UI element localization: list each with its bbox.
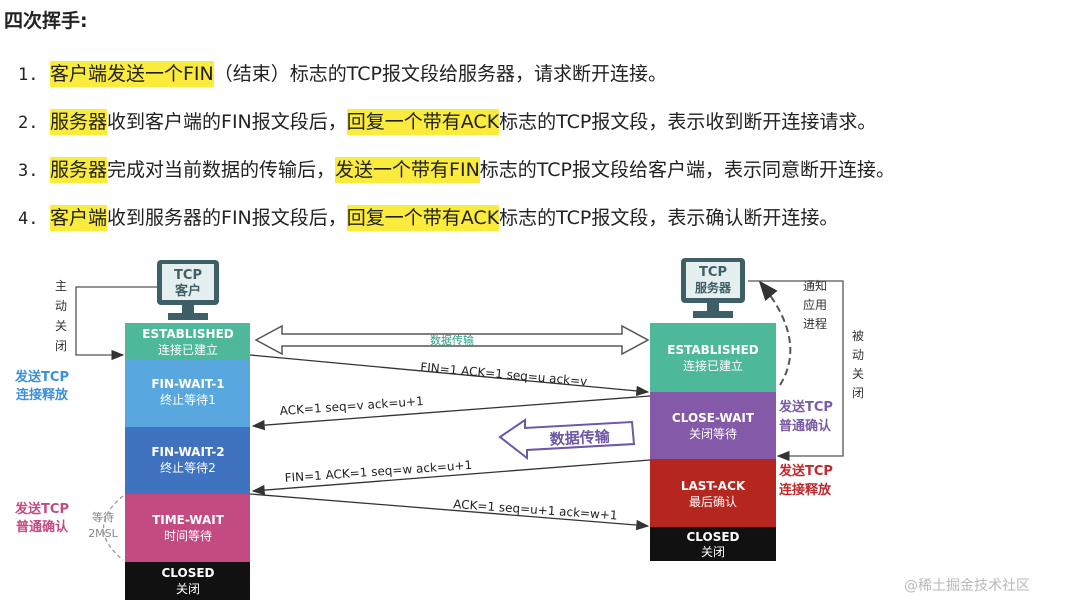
client-state-fin-wait-1-label: FIN-WAIT-1 xyxy=(151,377,224,391)
passive-close-char-3: 关 xyxy=(852,367,864,381)
client-state-closed-sub: 关闭 xyxy=(176,582,200,596)
data-transfer-mid-label: 数据传输 xyxy=(549,427,611,448)
client-state-fin-wait-1 xyxy=(125,360,250,427)
client-state-fin-wait-1-sub: 终止等待1 xyxy=(160,392,216,407)
data-transfer-left-arrow: 数据传输 xyxy=(498,418,636,461)
server-state-closed-label: CLOSED xyxy=(686,530,739,544)
client-monitor-label-1: TCP xyxy=(174,268,202,283)
highlighted-text: 发送一个带有FIN xyxy=(335,157,480,183)
step-number: 4. xyxy=(18,209,39,229)
watermark: @稀土掘金技术社区 xyxy=(904,578,1030,594)
message-arrows xyxy=(249,354,651,531)
client-state-time-wait-sub: 时间等待 xyxy=(164,529,212,543)
steps-list: 1. 客户端发送一个FIN（结束）标志的TCP报文段给服务器，请求断开连接。 2. 服… xyxy=(18,56,895,248)
server-monitor-label-1: TCP xyxy=(699,265,727,280)
step-number: 3. xyxy=(18,161,39,181)
server-state-close-wait xyxy=(650,392,776,459)
client-state-established-label: ESTABLISHED xyxy=(142,327,234,341)
message-4-label: ACK=1 seq=u+1 ack=w+1 xyxy=(453,497,618,522)
right-send-tcp-ack-2: 普通确认 xyxy=(779,418,832,434)
notify-app-line-3: 进程 xyxy=(803,316,827,331)
active-close-char-3: 关 xyxy=(55,319,67,333)
active-close-char-1: 主 xyxy=(55,279,67,293)
fin-1-arrow xyxy=(249,354,650,397)
step-number: 2. xyxy=(18,113,39,133)
page-heading: 四次挥手: xyxy=(4,10,88,32)
right-send-tcp-ack-1: 发送TCP xyxy=(778,399,833,415)
server-states-column: ESTABLISHED 连接已建立 CLOSE-WAIT 关闭等待 LAST-A… xyxy=(650,323,776,561)
highlighted-text: 客户端 xyxy=(50,205,108,231)
data-transfer-top-label: 数据传输 xyxy=(430,333,474,347)
server-state-closed xyxy=(650,527,776,561)
step-text: 标志的TCP报文段，表示确认断开连接。 xyxy=(499,207,839,229)
client-state-time-wait-label: TIME-WAIT xyxy=(152,513,225,527)
step-item: 3. 服务器完成对当前数据的传输后，发送一个带有FIN标志的TCP报文段给客户端，… xyxy=(18,152,895,200)
server-monitor-icon: TCP 服务器 xyxy=(681,258,745,318)
highlighted-text: 回复一个带有ACK xyxy=(346,109,500,135)
server-state-last-ack xyxy=(650,459,776,527)
wait-2msl-label-1: 等待 xyxy=(92,510,114,524)
step-text: 完成对当前数据的传输后， xyxy=(107,159,336,181)
right-send-tcp-release-2: 连接释放 xyxy=(779,482,832,498)
step-text: 收到客户端的FIN报文段后， xyxy=(107,111,347,133)
server-state-last-ack-sub: 最后确认 xyxy=(689,495,737,509)
ack-2-arrow xyxy=(249,493,650,531)
client-state-time-wait xyxy=(125,494,250,562)
left-send-tcp-release-1: 发送TCP xyxy=(14,369,69,385)
wait-2msl-label-2: 2MSL xyxy=(88,527,118,540)
client-state-fin-wait-2-sub: 终止等待2 xyxy=(160,460,216,475)
data-transfer-double-arrow: 数据传输 xyxy=(254,324,650,356)
wait-2msl-bracket: 等待 2MSL xyxy=(88,495,124,561)
right-send-tcp-release-1: 发送TCP xyxy=(778,463,833,479)
server-state-established-sub: 连接已建立 xyxy=(683,358,743,373)
client-state-established-sub: 连接已建立 xyxy=(158,342,218,357)
step-number: 1. xyxy=(18,65,39,85)
step-text: 收到服务器的FIN报文段后， xyxy=(107,207,347,229)
left-send-tcp-ack-2: 普通确认 xyxy=(16,519,69,535)
client-state-closed xyxy=(125,562,250,600)
passive-close-char-2: 动 xyxy=(852,348,864,362)
client-state-fin-wait-2 xyxy=(125,427,250,494)
step-item: 2. 服务器收到客户端的FIN报文段后，回复一个带有ACK标志的TCP报文段，表示… xyxy=(18,104,895,152)
left-send-tcp-release-2: 连接释放 xyxy=(16,387,69,403)
server-monitor-label-2: 服务器 xyxy=(695,280,732,295)
step-item: 4. 客户端收到服务器的FIN报文段后，回复一个带有ACK标志的TCP报文段，表示… xyxy=(18,200,895,248)
notify-app-line-1: 通知 xyxy=(803,279,827,293)
left-send-tcp-ack-1: 发送TCP xyxy=(14,501,69,517)
fin-2-arrow xyxy=(251,459,651,496)
highlighted-text: 服务器 xyxy=(50,157,108,183)
client-monitor-icon: TCP 客户 xyxy=(157,260,219,320)
step-item: 1. 客户端发送一个FIN（结束）标志的TCP报文段给服务器，请求断开连接。 xyxy=(18,56,895,104)
server-state-closed-sub: 关闭 xyxy=(701,545,725,559)
server-state-close-wait-label: CLOSE-WAIT xyxy=(672,411,755,425)
step-text: （结束）标志的TCP报文段给服务器，请求断开连接。 xyxy=(213,63,667,85)
step-text: 标志的TCP报文段给客户端，表示同意断开连接。 xyxy=(479,159,895,181)
client-state-established xyxy=(125,323,250,360)
highlighted-text: 服务器 xyxy=(50,109,108,135)
client-state-fin-wait-2-label: FIN-WAIT-2 xyxy=(151,445,224,459)
passive-close-char-1: 被 xyxy=(852,329,864,343)
passive-close-char-4: 闭 xyxy=(852,386,864,400)
notify-app-arrow: 通知 应用 进程 xyxy=(758,279,827,386)
four-way-handshake-diagram: TCP 客户 TCP 服务器 ESTABLISHED 连接已建立 FIN-WAI… xyxy=(14,258,864,600)
client-monitor-label-2: 客户 xyxy=(175,283,201,299)
server-state-close-wait-sub: 关闭等待 xyxy=(689,427,737,441)
client-states-column: ESTABLISHED 连接已建立 FIN-WAIT-1 终止等待1 FIN-W… xyxy=(125,323,250,600)
step-text: 标志的TCP报文段，表示收到断开连接请求。 xyxy=(499,111,877,133)
active-close-bracket: 主 动 关 闭 xyxy=(55,279,157,361)
server-state-established-label: ESTABLISHED xyxy=(667,343,759,357)
active-close-char-4: 闭 xyxy=(55,339,67,353)
server-state-established xyxy=(650,323,776,392)
passive-close-bracket: 被 动 关 闭 xyxy=(748,280,864,462)
ack-1-arrow xyxy=(251,395,651,431)
notify-app-line-2: 应用 xyxy=(803,297,827,312)
highlighted-text: 回复一个带有ACK xyxy=(346,205,500,231)
active-close-char-2: 动 xyxy=(55,299,67,313)
highlighted-text: 客户端发送一个FIN xyxy=(50,61,214,87)
server-state-last-ack-label: LAST-ACK xyxy=(681,479,746,493)
message-1-label: FIN=1 ACK=1 seq=u ack=v xyxy=(420,360,588,389)
client-state-closed-label: CLOSED xyxy=(161,566,214,580)
